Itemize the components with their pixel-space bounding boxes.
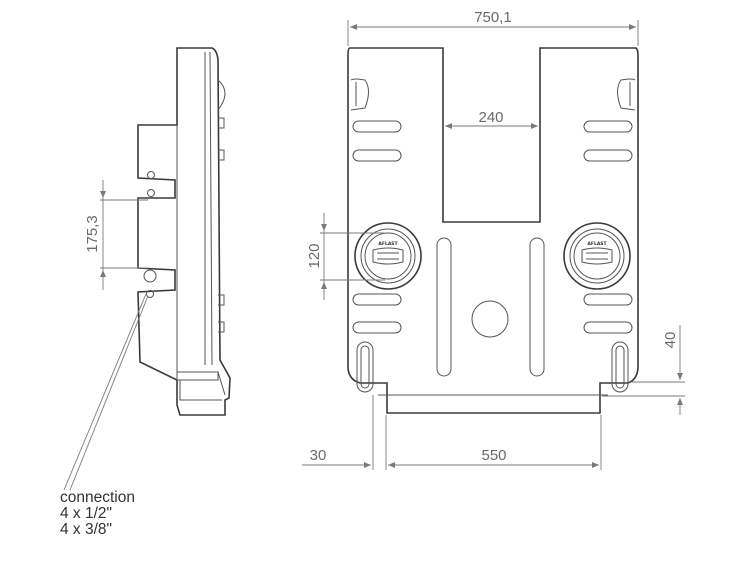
cap-brand-left: AFLAST (378, 241, 398, 247)
port-spacing-label: 120 (306, 243, 323, 268)
right-slots-top (583, 120, 633, 162)
connection-note-title: connection (60, 489, 135, 506)
long-slot-right (529, 237, 545, 377)
long-slot-left (436, 237, 452, 377)
handle-right (617, 78, 636, 111)
cap-brand-right: AFLAST (587, 241, 607, 247)
base-width-label: 550 (481, 447, 506, 464)
connection-hole-lower (143, 269, 157, 283)
connection-note-line2: 4 x 3/8" (60, 521, 113, 538)
connection-hole-upper (147, 189, 155, 197)
side-spacing-label: 175,3 (84, 215, 101, 253)
handle-left (350, 78, 369, 111)
center-hole (471, 300, 509, 338)
foot-left (356, 341, 374, 393)
side-view: 175,3 (63, 47, 231, 491)
cap-left: AFLAST (354, 222, 422, 290)
connection-note-line1: 4 x 1/2" (60, 505, 113, 522)
foot-height-label: 40 (662, 332, 679, 349)
foot-right (611, 341, 629, 393)
connection-note: connection 4 x 1/2" 4 x 3/8" (60, 490, 135, 538)
front-view: AFLAST AFLAST 750,1 240 (302, 9, 685, 470)
foot-offset-label: 30 (310, 447, 327, 464)
left-slots-top (352, 120, 402, 162)
left-slots-bottom (352, 293, 402, 334)
slot-width-label: 240 (478, 109, 503, 126)
total-width-label: 750,1 (474, 9, 512, 26)
connection-hole-top (147, 171, 155, 179)
cap-right: AFLAST (563, 222, 631, 290)
right-slots-bottom (583, 293, 633, 334)
connection-hole-bottom (146, 290, 154, 298)
